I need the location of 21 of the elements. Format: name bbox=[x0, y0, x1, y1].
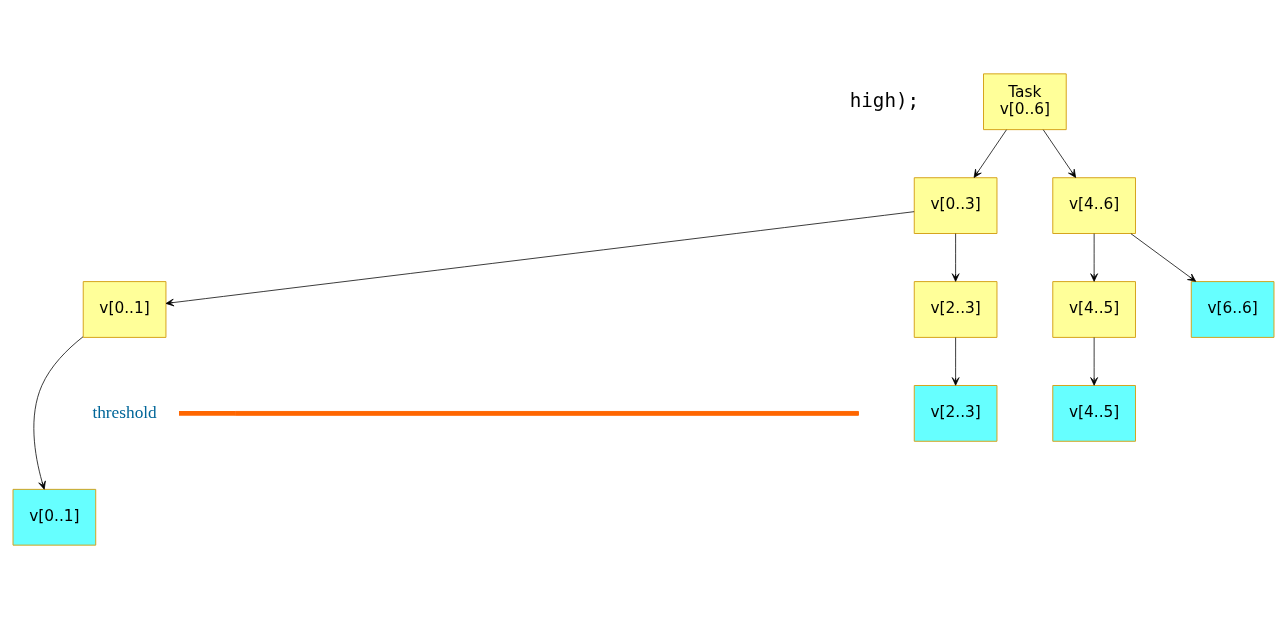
node-box: v[0..3] bbox=[913, 177, 998, 234]
arrow bbox=[33, 336, 84, 490]
label: high); bbox=[849, 88, 920, 112]
node-box: v[0..1] bbox=[82, 281, 167, 338]
arrow bbox=[1042, 129, 1077, 178]
node-box: v[0..1] bbox=[12, 488, 97, 546]
label: threshold bbox=[92, 402, 157, 422]
node-box: v[2..3] bbox=[913, 385, 998, 442]
node-box: v[4..6] bbox=[1052, 177, 1136, 234]
arrow bbox=[951, 233, 960, 282]
arrow bbox=[973, 129, 1007, 178]
node-box: v[6..6] bbox=[1190, 281, 1275, 338]
arrow bbox=[165, 211, 915, 307]
node-box: Task v[0..6] bbox=[983, 73, 1067, 131]
arrow bbox=[951, 337, 960, 386]
arrow bbox=[1130, 233, 1197, 282]
arrow bbox=[1090, 233, 1098, 282]
node-box: v[2..3] bbox=[913, 281, 998, 338]
node-box: v[4..5] bbox=[1052, 281, 1136, 338]
arrow bbox=[1090, 337, 1098, 386]
node-box: v[4..5] bbox=[1052, 385, 1136, 442]
